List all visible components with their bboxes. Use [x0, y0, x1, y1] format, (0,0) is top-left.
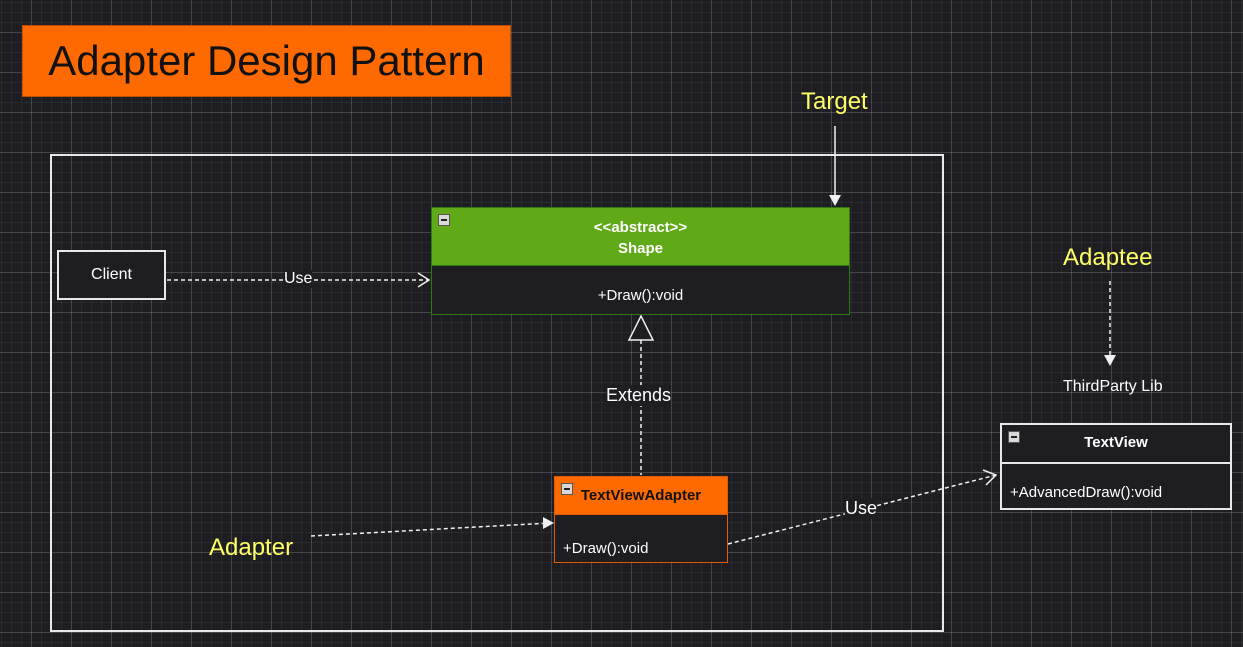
shape-class-name: Shape: [617, 240, 663, 257]
textviewadapter-method: +Draw():void: [563, 540, 649, 557]
adapter-use-arrowhead: [982, 469, 998, 486]
diagram-title: Adapter Design Pattern: [22, 25, 511, 97]
extends-triangle-icon: [627, 314, 655, 341]
textview-class-name: TextView: [1084, 434, 1148, 451]
client-box[interactable]: Client: [57, 250, 166, 300]
client-use-arrowhead: [417, 272, 431, 288]
target-role-arrowhead: [829, 195, 841, 206]
adapter-role-arrowhead: [543, 517, 554, 529]
shape-class[interactable]: <<abstract>> Shape +Draw():void: [431, 207, 850, 315]
collapse-icon[interactable]: [561, 483, 573, 495]
adaptee-role-arrowhead: [1104, 355, 1116, 366]
adapter-role-edge: [310, 522, 551, 537]
adapter-role-label: Adapter: [209, 534, 294, 561]
adaptee-role-label: Adaptee: [1063, 244, 1153, 271]
textviewadapter-class-header: TextViewAdapter: [555, 477, 727, 515]
collapse-icon[interactable]: [438, 214, 450, 226]
adapter-use-label: Use: [845, 498, 878, 519]
shape-stereotype: <<abstract>>: [593, 219, 688, 236]
textviewadapter-class[interactable]: TextViewAdapter +Draw():void: [554, 476, 728, 563]
collapse-icon[interactable]: [1008, 431, 1020, 443]
target-role-label: Target: [801, 88, 868, 115]
shape-class-header: <<abstract>> Shape: [432, 208, 849, 266]
textview-class-header: TextView: [1002, 425, 1230, 464]
shape-method: +Draw():void: [597, 287, 684, 304]
textview-class[interactable]: TextView +AdvancedDraw():void: [1000, 423, 1232, 510]
textviewadapter-class-name: TextViewAdapter: [580, 487, 702, 504]
application-boundary: [50, 154, 944, 632]
client-use-label: Use: [284, 270, 313, 288]
extends-label: Extends: [606, 385, 672, 406]
third-party-lib-label: ThirdParty Lib: [1063, 378, 1163, 395]
textview-method: +AdvancedDraw():void: [1010, 484, 1163, 501]
